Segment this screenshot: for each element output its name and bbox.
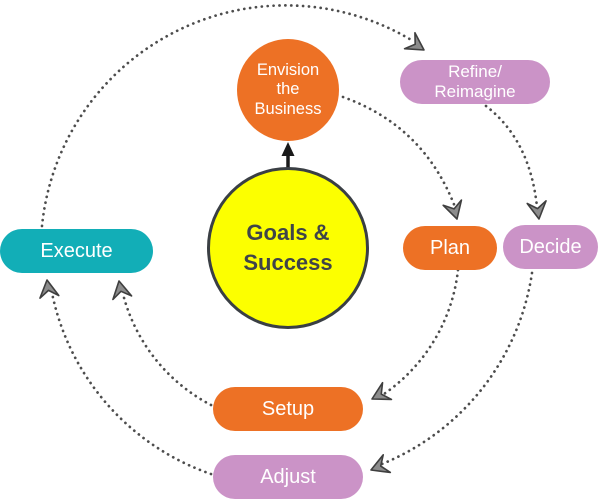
- node-refine-reimagine: Refine/ Reimagine: [400, 60, 550, 104]
- arc-execute-to-refine: [40, 4, 415, 228]
- node-label: Business: [254, 99, 322, 118]
- node-label: Envision: [256, 61, 320, 80]
- node-goals-and-success: Goals & Success: [207, 167, 369, 329]
- node-label: Reimagine: [434, 82, 516, 101]
- node-label: Adjust: [260, 466, 316, 488]
- arrowhead-icon: [112, 280, 133, 301]
- node-label: Refine/: [448, 62, 502, 82]
- center-label: Goals &: [246, 220, 330, 246]
- node-setup: Setup: [213, 387, 363, 431]
- arrowhead-icon: [442, 199, 463, 220]
- arc-decide-to-adjust: [380, 271, 534, 466]
- arrowhead-icon: [526, 200, 547, 220]
- arc-refine-to-decide: [484, 104, 539, 209]
- center-label: Success: [243, 250, 333, 275]
- node-label: Setup: [261, 398, 315, 420]
- node-label: the: [276, 80, 300, 99]
- node-label: Execute: [40, 240, 113, 262]
- node-execute: Execute: [0, 229, 153, 273]
- arc-plan-to-setup: [379, 268, 460, 398]
- arc-setup-to-execute: [121, 292, 213, 407]
- arc-adjust-to-execute: [50, 291, 213, 476]
- solid-arrowhead-icon: [281, 142, 295, 156]
- node-plan: Plan: [403, 226, 497, 270]
- node-label: Plan: [429, 237, 471, 259]
- node-envision-the-business: Envision the Business: [237, 39, 339, 141]
- node-adjust: Adjust: [213, 455, 363, 499]
- arrowhead-icon: [39, 279, 60, 299]
- arrowhead-icon: [370, 454, 392, 474]
- node-label: Decide: [519, 236, 582, 258]
- arc-envision-to-plan: [341, 95, 457, 209]
- node-decide: Decide: [503, 225, 598, 269]
- arrowhead-icon: [371, 381, 393, 401]
- arrowhead-icon: [403, 31, 425, 51]
